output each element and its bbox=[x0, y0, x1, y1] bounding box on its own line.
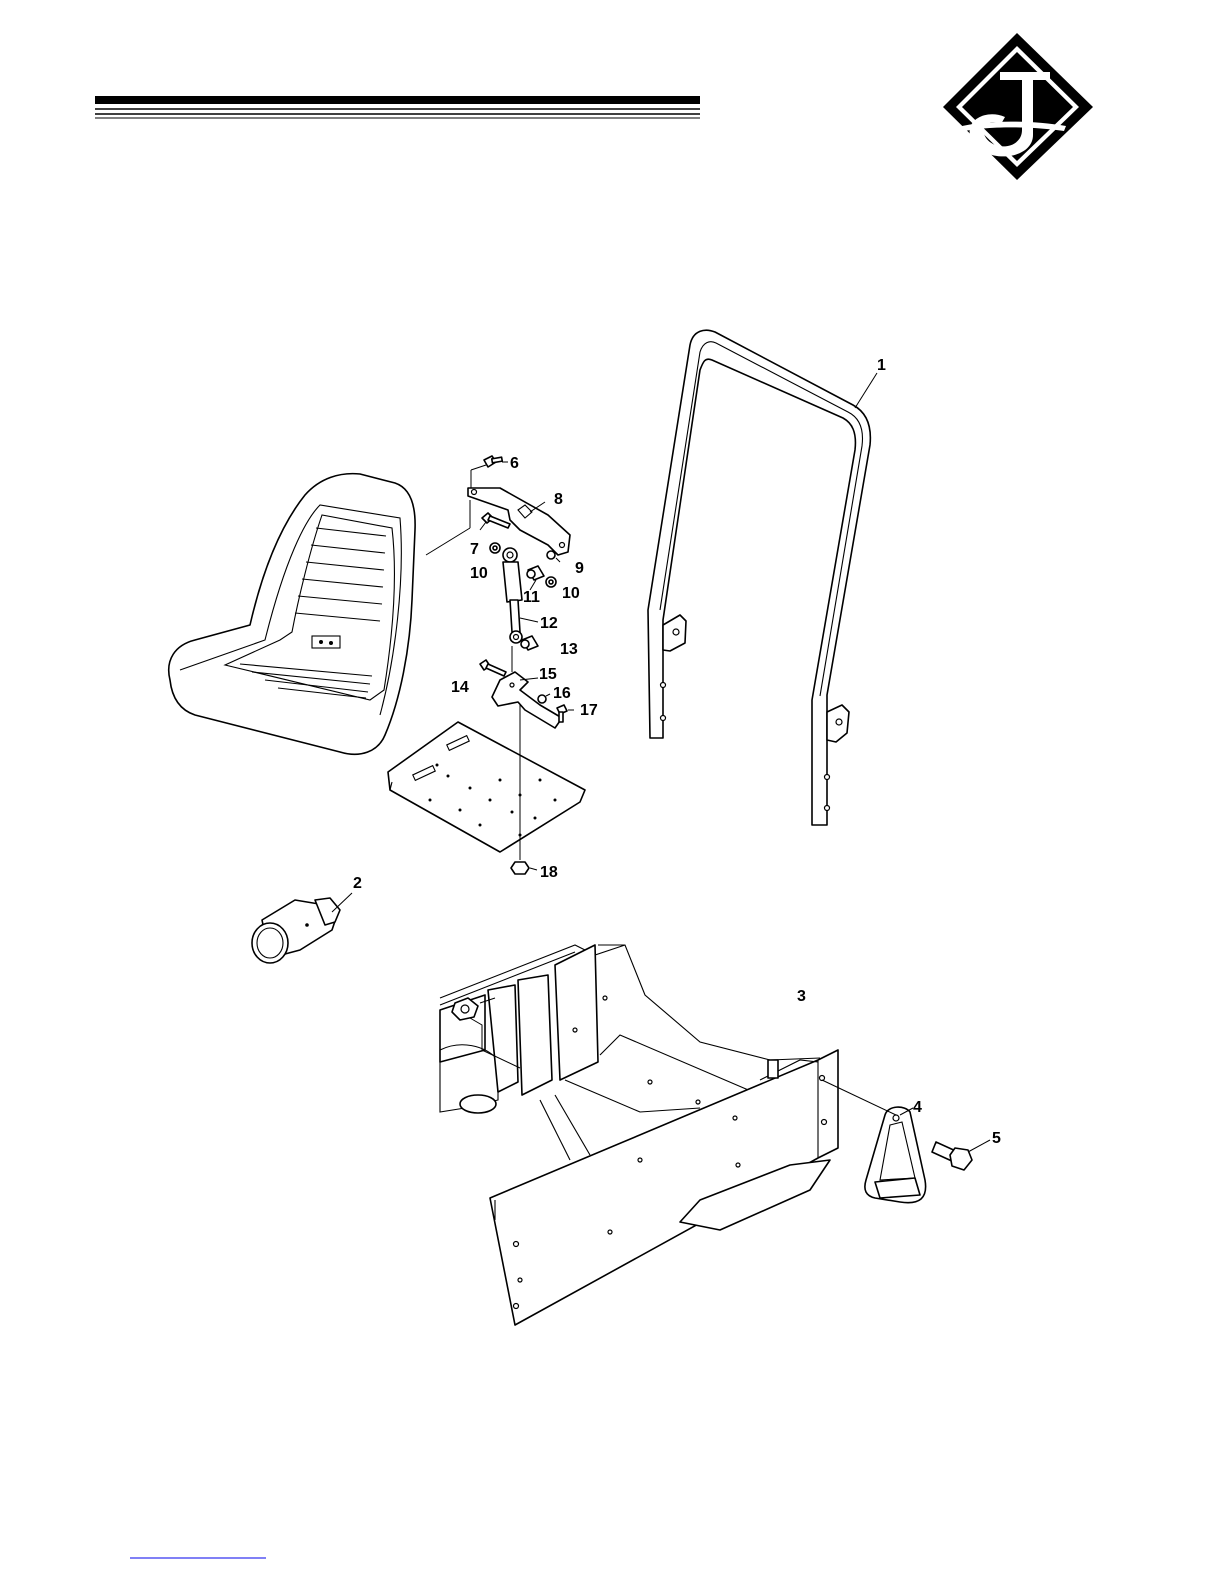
company-logo bbox=[943, 33, 1093, 180]
callout-1: 1 bbox=[877, 357, 886, 374]
callout-17: 17 bbox=[580, 702, 598, 719]
callout-13: 13 bbox=[560, 641, 578, 658]
callout-7: 7 bbox=[470, 541, 479, 558]
callout-3: 3 bbox=[797, 988, 806, 1005]
callout-14: 14 bbox=[451, 679, 469, 696]
hex-nut-icon bbox=[511, 862, 529, 874]
bolt-icon bbox=[484, 456, 502, 467]
leader-9 bbox=[556, 558, 560, 562]
callout-15: 15 bbox=[539, 666, 557, 683]
washer-icon bbox=[490, 543, 500, 553]
seat-icon bbox=[169, 474, 415, 755]
callout-10a: 10 bbox=[470, 565, 488, 582]
screw-icon bbox=[482, 513, 510, 528]
callout-6: 6 bbox=[510, 455, 519, 472]
callout-4: 4 bbox=[913, 1099, 922, 1116]
callout-18: 18 bbox=[540, 864, 558, 881]
callout-2: 2 bbox=[353, 875, 362, 892]
leader-2 bbox=[332, 893, 352, 912]
spacer-icon bbox=[527, 566, 544, 580]
leader-18 bbox=[530, 868, 537, 870]
gas-spring-icon bbox=[503, 548, 522, 643]
leader-1 bbox=[855, 373, 877, 408]
hitch-bracket-icon bbox=[865, 1107, 926, 1203]
callout-10b: 10 bbox=[562, 585, 580, 602]
bolt-icon-2 bbox=[932, 1142, 972, 1170]
callout-8: 8 bbox=[554, 491, 563, 508]
leader-seat-b bbox=[426, 528, 470, 555]
nut-icon-2 bbox=[538, 695, 546, 703]
spacer-icon-2 bbox=[521, 636, 538, 650]
leader-7 bbox=[480, 522, 486, 530]
washer-icon-2 bbox=[546, 577, 556, 587]
callout-9: 9 bbox=[575, 560, 584, 577]
leader-12 bbox=[520, 618, 538, 622]
screw-icon-2 bbox=[480, 660, 506, 676]
leader-6c bbox=[471, 465, 486, 470]
screw-icon-3 bbox=[557, 705, 567, 722]
cap-icon bbox=[252, 898, 340, 963]
leader-16 bbox=[546, 694, 550, 696]
rollbar-icon bbox=[648, 330, 870, 825]
nut-icon bbox=[547, 551, 555, 559]
leader-5 bbox=[968, 1140, 990, 1152]
seat-plate-icon bbox=[388, 722, 585, 852]
callout-11: 11 bbox=[523, 589, 540, 606]
header-rule bbox=[95, 96, 700, 118]
callout-16: 16 bbox=[553, 685, 571, 702]
callout-5: 5 bbox=[992, 1130, 1001, 1147]
chassis-frame-icon bbox=[440, 945, 838, 1325]
callout-12: 12 bbox=[540, 615, 558, 632]
